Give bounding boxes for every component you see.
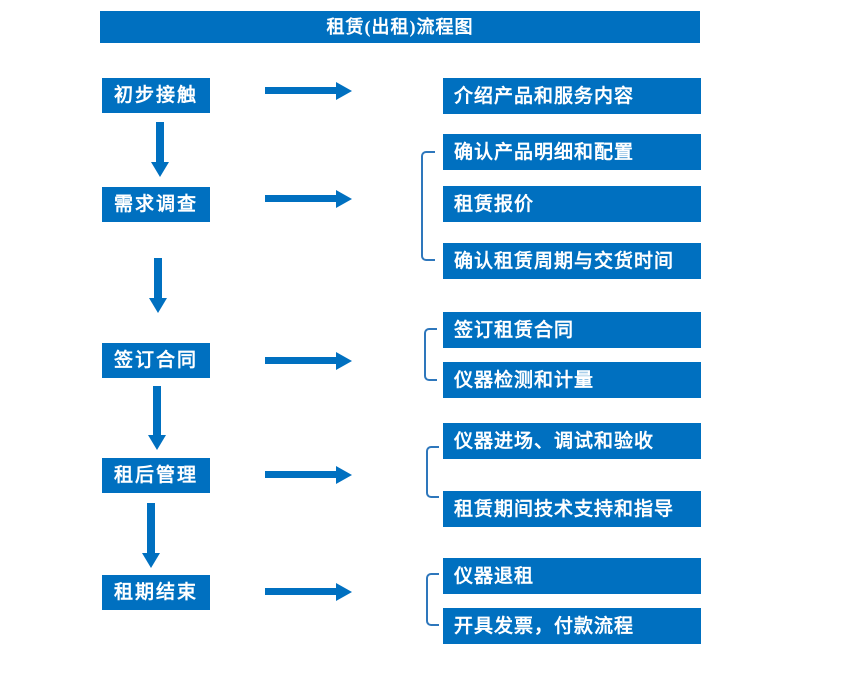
- down-arrow-icon: [156, 122, 164, 162]
- step-box-post-rental-management: 租后管理: [102, 458, 210, 493]
- right-arrow-icon: [265, 87, 336, 94]
- diagram-title: 租赁(出租)流程图: [100, 11, 700, 43]
- group-bracket-post-management: [426, 446, 439, 498]
- output-box-introduce-products: 介绍产品和服务内容: [443, 78, 701, 114]
- right-arrow-icon: [265, 195, 336, 202]
- group-bracket-sign-contract: [424, 328, 437, 381]
- output-box-technical-support: 租赁期间技术支持和指导: [443, 491, 701, 527]
- output-box-instrument-testing: 仪器检测和计量: [443, 362, 701, 398]
- step-box-initial-contact: 初步接触: [102, 78, 210, 113]
- output-box-invoice-payment: 开具发票，付款流程: [443, 608, 701, 644]
- down-arrow-icon: [147, 503, 155, 553]
- output-box-instrument-return: 仪器退租: [443, 558, 701, 594]
- output-box-rental-quotation: 租赁报价: [443, 186, 701, 222]
- step-box-sign-contract: 签订合同: [102, 343, 210, 378]
- step-box-demand-survey: 需求调查: [102, 187, 210, 222]
- down-arrow-icon: [154, 258, 162, 298]
- group-bracket-demand-survey: [421, 151, 435, 261]
- step-box-rental-end: 租期结束: [102, 575, 210, 610]
- right-arrow-icon: [265, 471, 336, 478]
- right-arrow-icon: [265, 588, 336, 595]
- down-arrow-icon: [153, 386, 161, 435]
- group-bracket-rental-end: [426, 573, 439, 626]
- output-box-confirm-rental-period: 确认租赁周期与交货时间: [443, 243, 701, 279]
- output-box-instrument-setup: 仪器进场、调试和验收: [443, 423, 701, 459]
- output-box-confirm-product-details: 确认产品明细和配置: [443, 134, 701, 170]
- output-box-sign-rental-contract: 签订租赁合同: [443, 312, 701, 348]
- right-arrow-icon: [265, 357, 336, 364]
